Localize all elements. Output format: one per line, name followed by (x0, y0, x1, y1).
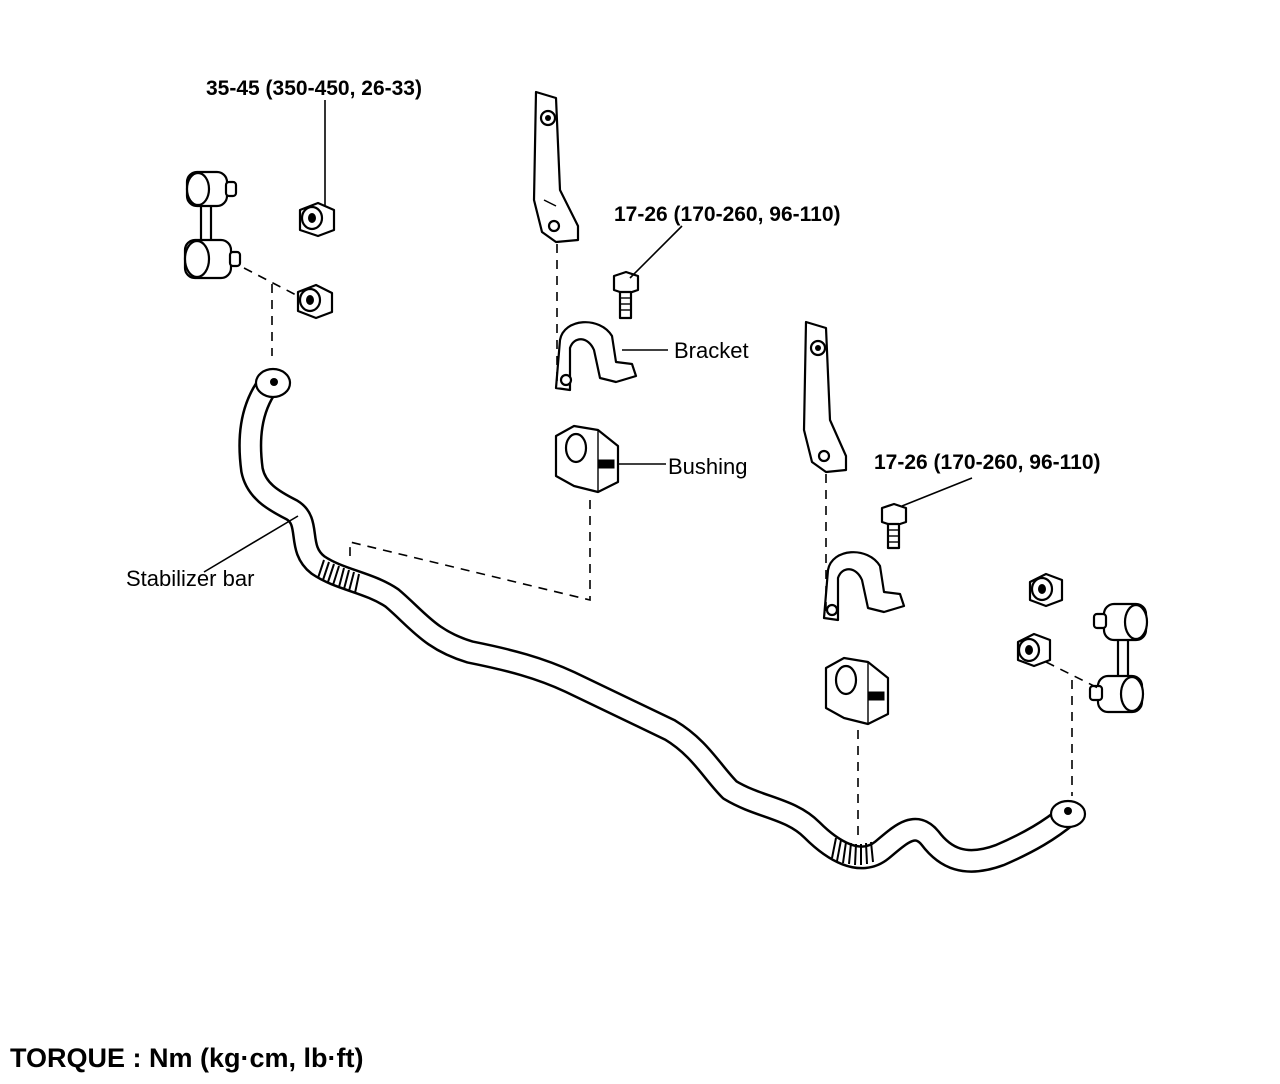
left-mount-bracket (532, 90, 580, 244)
bar-right-end-hole (1064, 807, 1072, 815)
rubber-bushing-left (554, 424, 620, 494)
bushing-clamp-bracket-left (554, 321, 638, 392)
bushing-clamp-bracket-right (822, 551, 906, 622)
left-stabilizer-link (183, 170, 242, 280)
bar-left-end-hole (270, 378, 278, 386)
bushing-label: Bushing (668, 454, 748, 479)
link-upper-nut-left (298, 201, 336, 238)
right-stabilizer-link (1088, 602, 1149, 714)
link-lower-bushing-right (1016, 632, 1052, 668)
stabilizer-bar (238, 367, 1087, 873)
link-lower-bushing-left (296, 283, 334, 320)
bar-right-serration (831, 837, 874, 866)
rubber-bushing-right (824, 656, 890, 726)
stabilizer-bar-label: Stabilizer bar (126, 566, 254, 591)
right-bolt-torque-label: 17-26 (170-260, 96-110) (874, 451, 1101, 474)
bracket-bolt-left (612, 270, 640, 320)
bracket-label: Bracket (674, 338, 749, 363)
leader-lines (203, 100, 973, 573)
bracket-bolt-right (880, 502, 908, 550)
torque-units-legend: TORQUE : Nm (kg·cm, lb·ft) (10, 1043, 364, 1073)
right-mount-bracket (802, 320, 848, 474)
link-nut-torque-label: 35-45 (350-450, 26-33) (206, 77, 422, 100)
left-bolt-torque-label: 17-26 (170-260, 96-110) (614, 203, 841, 226)
link-upper-nut-right (1028, 572, 1064, 608)
bar-left-serration (317, 559, 360, 594)
assembly-guide-lines (243, 244, 1099, 836)
